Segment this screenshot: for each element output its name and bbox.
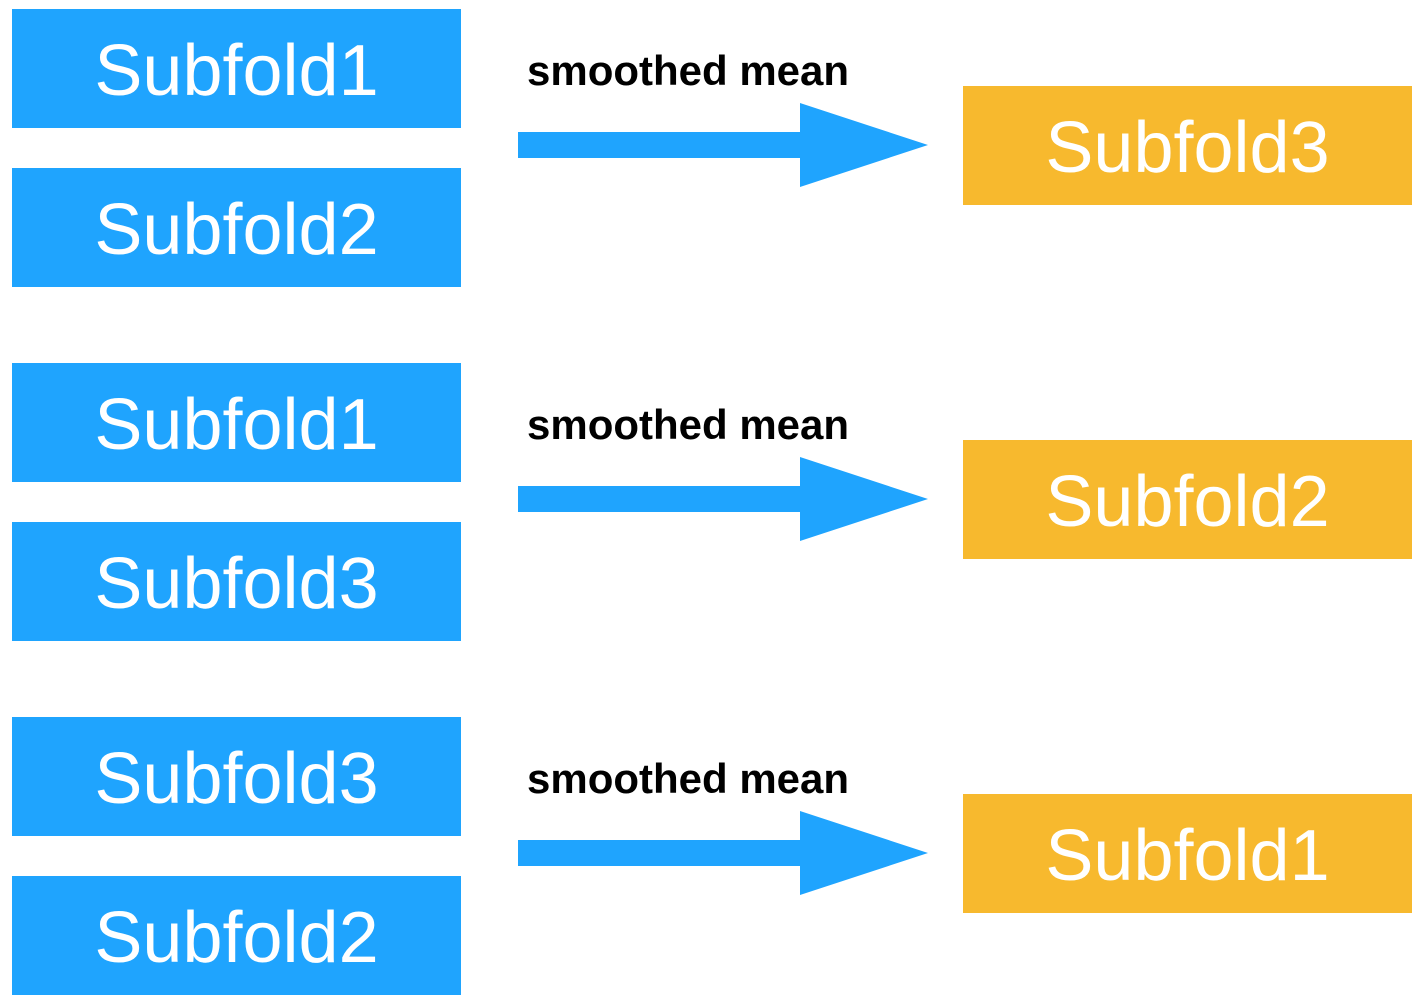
source-box: Subfold3	[12, 522, 461, 641]
source-box: Subfold3	[12, 717, 461, 836]
target-box: Subfold2	[963, 440, 1412, 559]
right-arrow-icon	[518, 811, 928, 895]
arrow-shape	[518, 811, 928, 895]
arrow-label: smoothed mean	[527, 47, 850, 94]
source-box: Subfold1	[12, 363, 461, 482]
arrow-shape	[518, 457, 928, 541]
source-box: Subfold2	[12, 876, 461, 995]
source-box: Subfold2	[12, 168, 461, 287]
source-box: Subfold1	[12, 9, 461, 128]
target-box: Subfold3	[963, 86, 1412, 205]
arrow-label: smoothed mean	[527, 755, 850, 802]
right-arrow-icon	[518, 103, 928, 187]
arrow-shape	[518, 103, 928, 187]
target-box: Subfold1	[963, 794, 1412, 913]
arrow-label: smoothed mean	[527, 401, 850, 448]
right-arrow-icon	[518, 457, 928, 541]
